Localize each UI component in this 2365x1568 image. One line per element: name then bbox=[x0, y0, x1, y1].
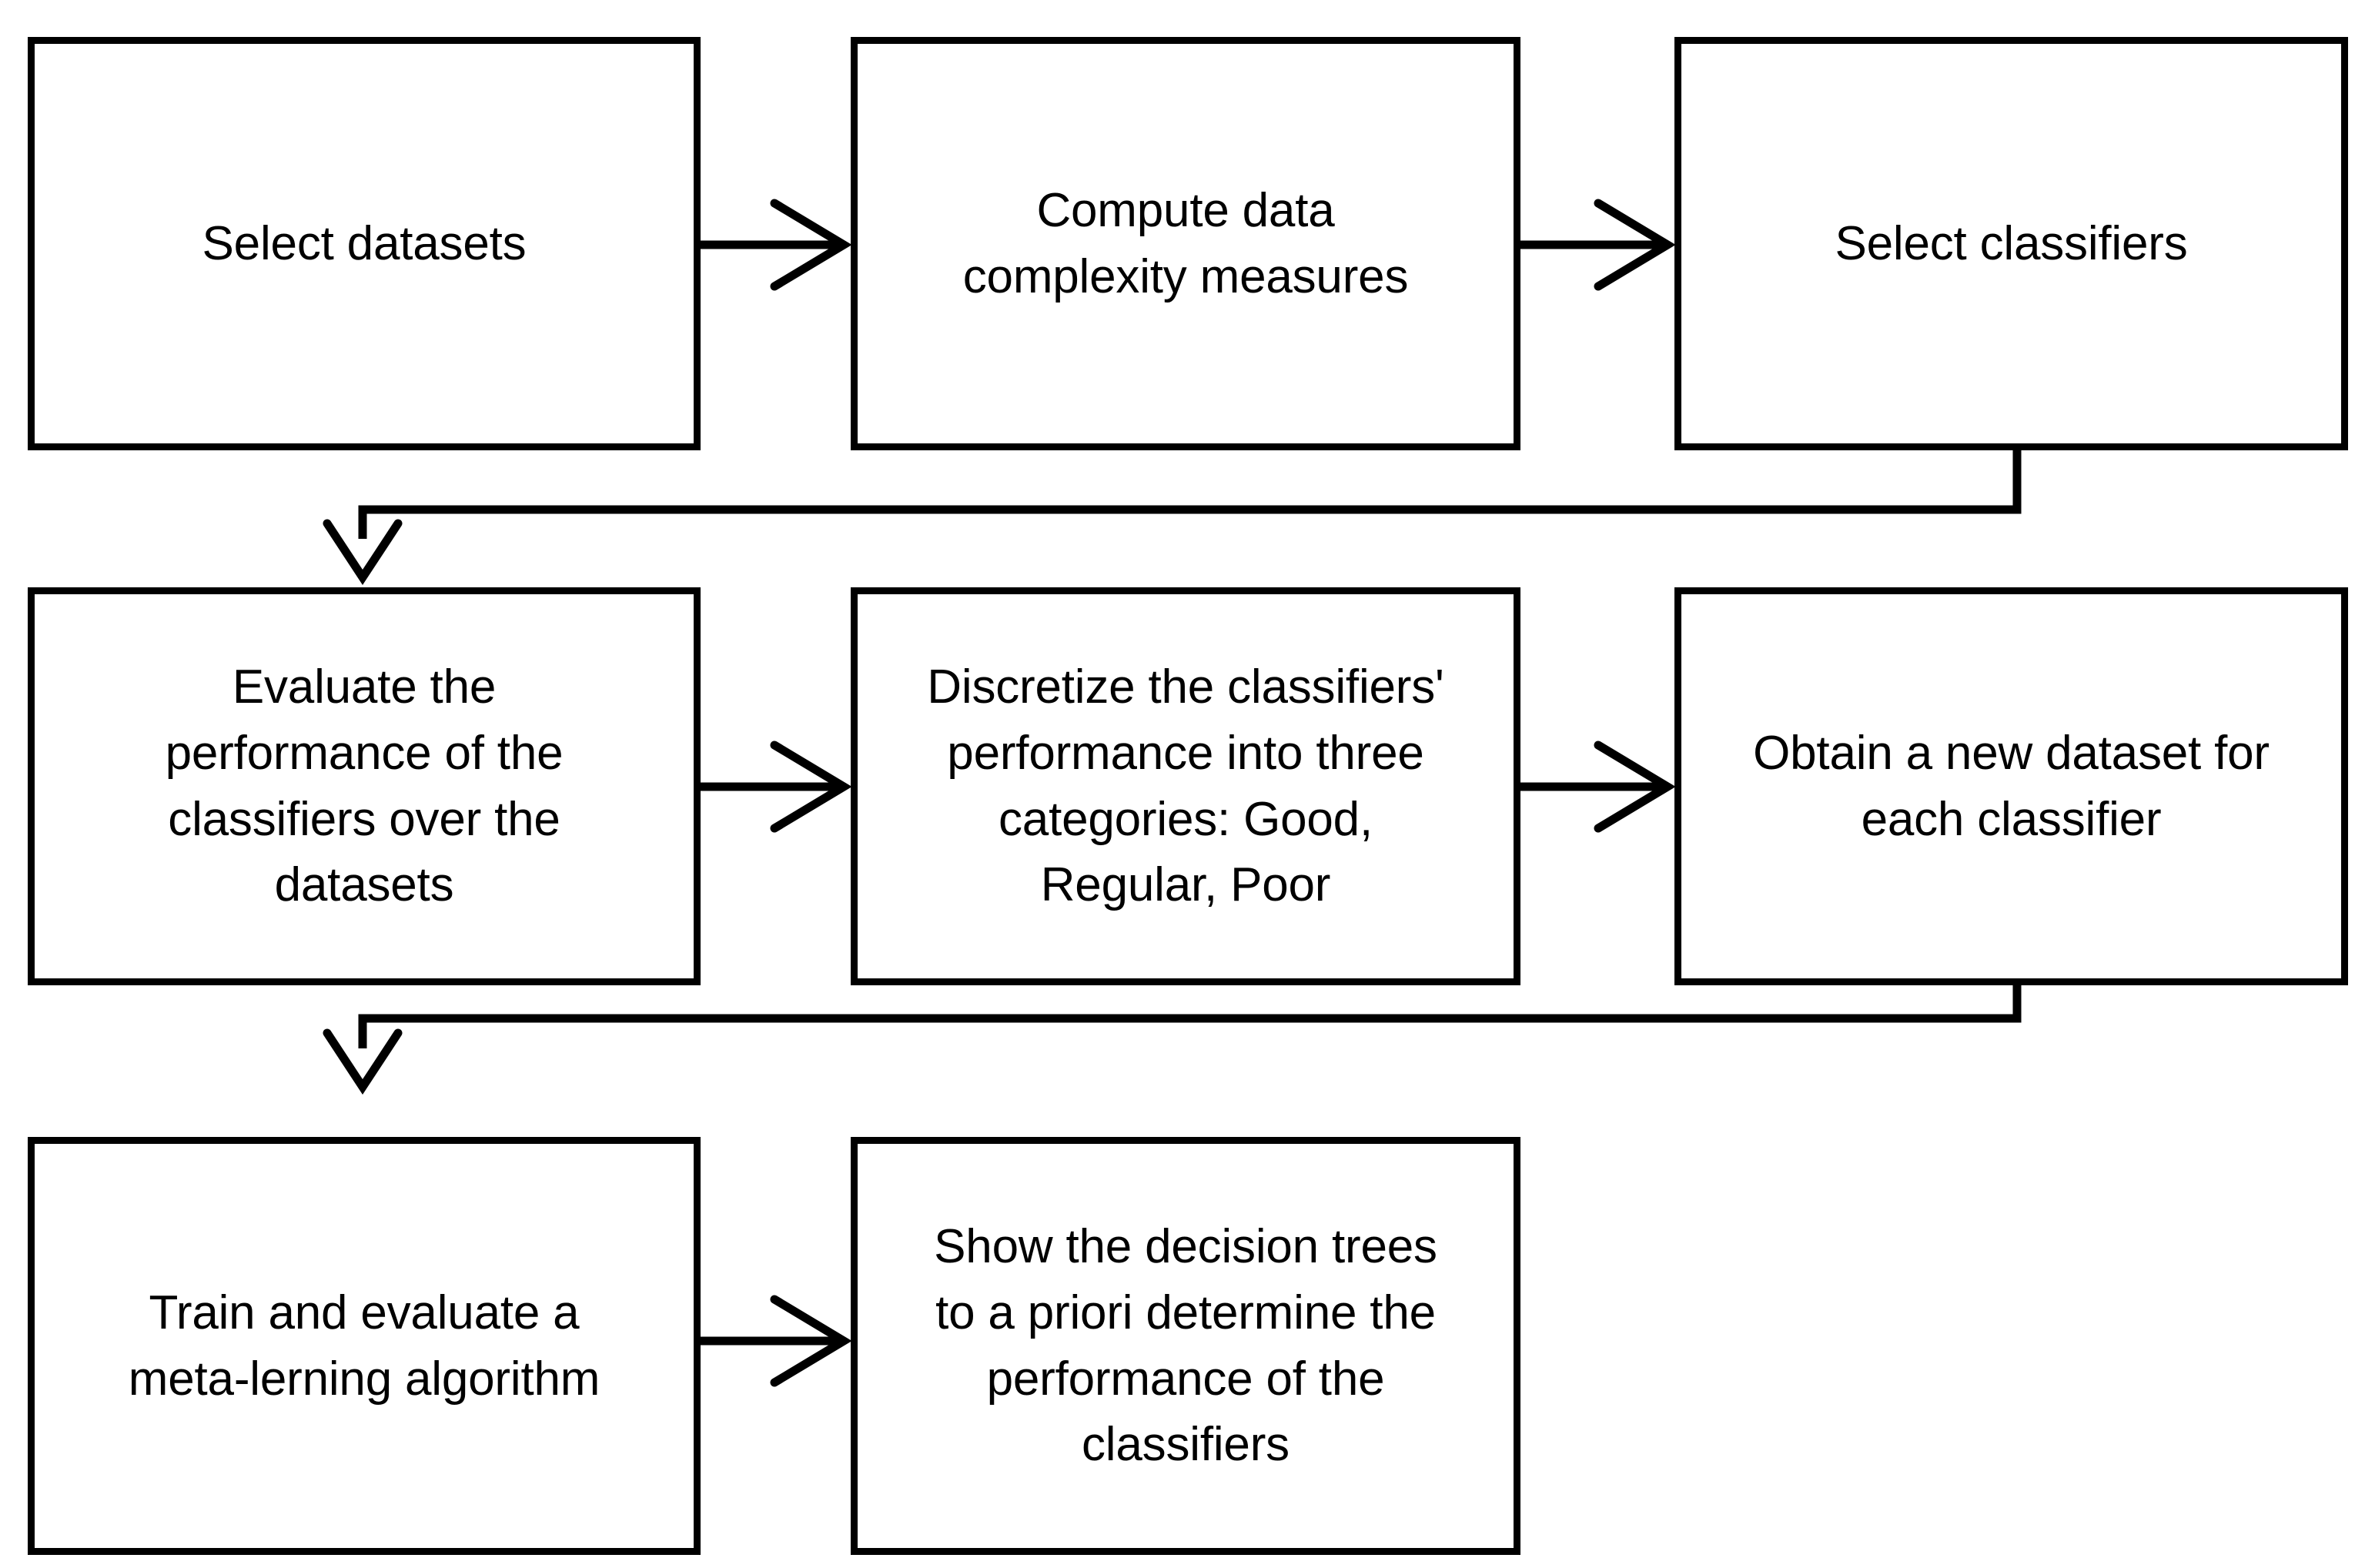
node-evaluate-performance-label: Evaluate the performance of the classifi… bbox=[165, 660, 564, 912]
edge-compute-complexity-to-select-classifiers bbox=[1520, 199, 1676, 291]
node-discretize-performance[interactable]: Discretize the classifiers' performance … bbox=[851, 587, 1520, 985]
node-show-decision-trees-label: Show the decision trees to a priori dete… bbox=[934, 1220, 1437, 1472]
node-train-meta-learning-algorithm-label: Train and evaluate a meta-lerning algori… bbox=[128, 1285, 600, 1406]
edge-evaluate-performance-to-discretize bbox=[701, 741, 852, 833]
node-discretize-performance-label: Discretize the classifiers' performance … bbox=[927, 660, 1444, 912]
node-select-datasets-label: Select datasets bbox=[202, 216, 527, 270]
node-compute-data-complexity-measures[interactable]: Compute data complexity measures bbox=[851, 37, 1520, 450]
edge-discretize-to-obtain-dataset bbox=[1520, 741, 1676, 833]
node-show-decision-trees[interactable]: Show the decision trees to a priori dete… bbox=[851, 1137, 1520, 1555]
edge-train-meta-to-show-trees bbox=[701, 1295, 852, 1387]
node-evaluate-performance[interactable]: Evaluate the performance of the classifi… bbox=[28, 587, 701, 985]
node-select-classifiers[interactable]: Select classifiers bbox=[1674, 37, 2348, 450]
node-obtain-new-dataset[interactable]: Obtain a new dataset for each classifier bbox=[1674, 587, 2348, 985]
node-train-meta-learning-algorithm[interactable]: Train and evaluate a meta-lerning algori… bbox=[28, 1137, 701, 1555]
node-select-classifiers-label: Select classifiers bbox=[1835, 216, 2188, 270]
node-compute-data-complexity-measures-label: Compute data complexity measures bbox=[962, 183, 1409, 303]
node-select-datasets[interactable]: Select datasets bbox=[28, 37, 701, 450]
edge-select-datasets-to-compute-complexity bbox=[701, 199, 852, 291]
node-obtain-new-dataset-label: Obtain a new dataset for each classifier bbox=[1753, 726, 2270, 846]
edge-obtain-dataset-to-train-meta bbox=[323, 985, 2022, 1095]
edge-select-classifiers-to-evaluate-performance bbox=[323, 450, 2022, 586]
